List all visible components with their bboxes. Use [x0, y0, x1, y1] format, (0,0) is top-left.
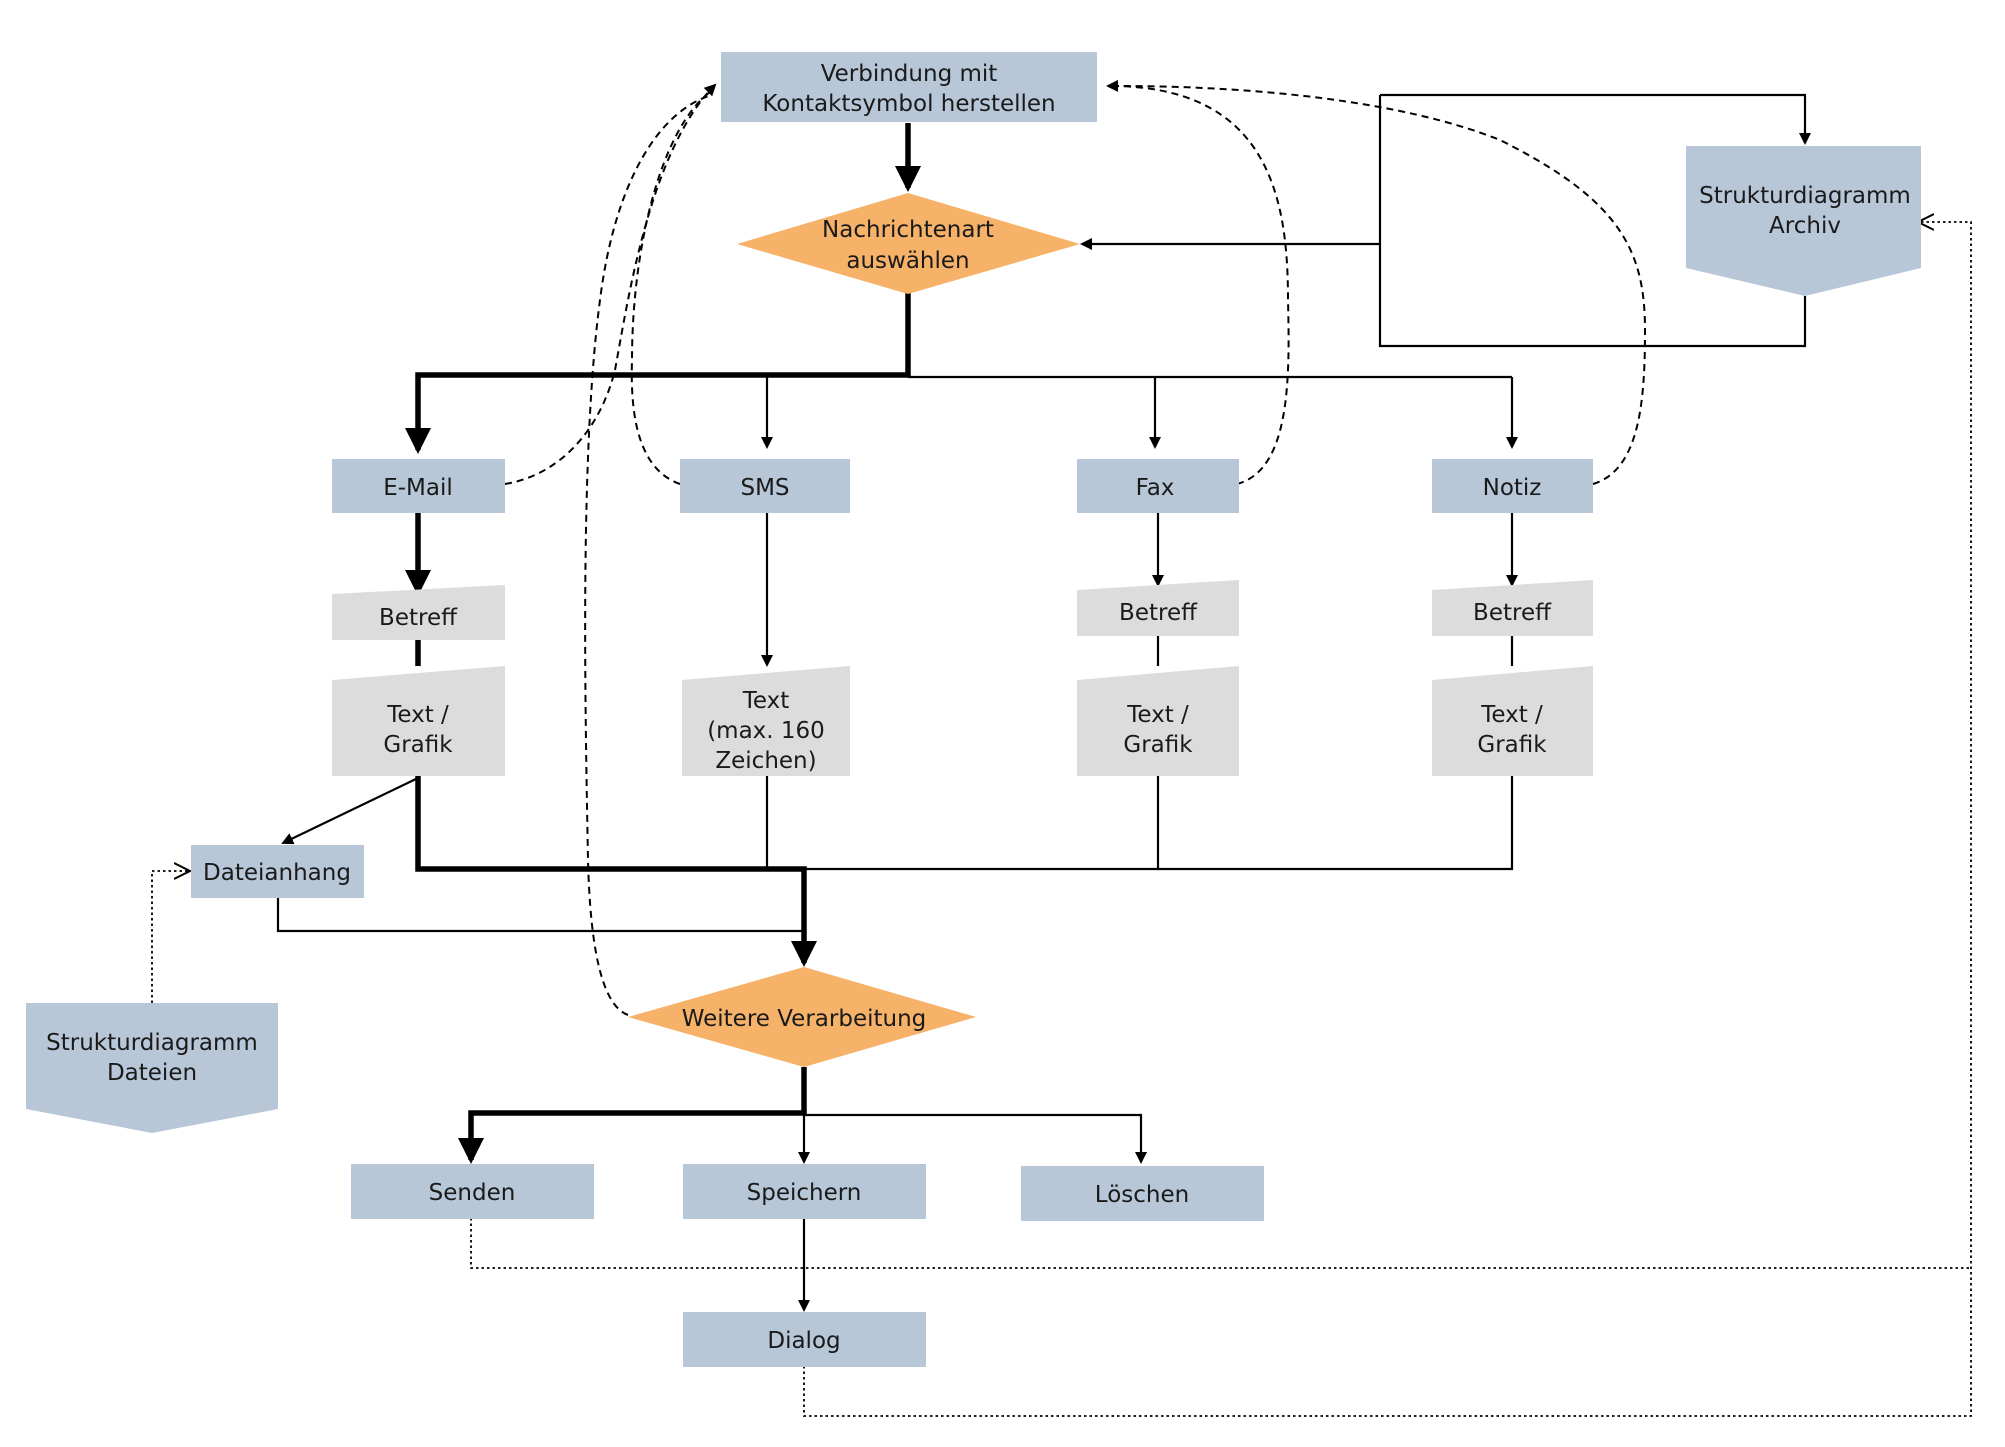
email-betreff-node: Betreff	[332, 585, 505, 640]
edge-fax-back	[1106, 79, 1290, 485]
archiv-line2: Archiv	[1769, 213, 1841, 239]
fax-text-line1: Text /	[1126, 702, 1189, 728]
dialog-label: Dialog	[767, 1328, 840, 1354]
edge-nachrichtenart-email	[405, 293, 911, 454]
dateien-node: Strukturdiagramm Dateien	[26, 1003, 278, 1133]
email-label: E-Mail	[383, 475, 453, 501]
fax-label: Fax	[1136, 475, 1175, 501]
fax-node: Fax	[1077, 459, 1239, 513]
email-node: E-Mail	[332, 459, 505, 513]
weitere-label: Weitere Verarbeitung	[682, 1006, 927, 1032]
fax-betreff-label: Betreff	[1119, 600, 1198, 626]
edge-notiz-back	[1117, 85, 1647, 485]
archiv-node: Strukturdiagramm Archiv	[1686, 146, 1921, 296]
sms-text-line2: (max. 160	[707, 718, 825, 744]
sms-text-line3: Zeichen)	[715, 748, 816, 774]
archiv-line1: Strukturdiagramm	[1699, 183, 1911, 209]
notiz-label: Notiz	[1483, 475, 1542, 501]
weitere-node: Weitere Verarbeitung	[628, 967, 976, 1067]
edge-weitere-loeschen	[804, 1113, 1147, 1164]
edge-to-archiv	[1380, 93, 1811, 145]
email-text-node: Text / Grafik	[332, 666, 505, 776]
sms-text-line1: Text	[742, 688, 790, 714]
dateien-line2: Dateien	[107, 1060, 197, 1086]
notiz-betreff-node: Betreff	[1432, 580, 1593, 636]
edge-weitere-senden	[458, 1067, 807, 1164]
nachrichtenart-line1: Nachrichtenart	[822, 217, 994, 243]
fax-text-node: Text / Grafik	[1077, 666, 1239, 776]
dateien-line1: Strukturdiagramm	[46, 1030, 258, 1056]
senden-node: Senden	[351, 1164, 594, 1219]
email-betreff-label: Betreff	[379, 605, 458, 631]
edge-email-back	[504, 83, 717, 485]
edge-archiv-loop	[1378, 95, 1807, 348]
sms-text-node: Text (max. 160 Zeichen)	[682, 666, 850, 776]
edge-dateianhang-weitere	[276, 897, 804, 933]
nachrichtenart-line2: auswählen	[846, 248, 969, 274]
verbindung-line2: Kontaktsymbol herstellen	[762, 91, 1055, 117]
speichern-node: Speichern	[683, 1164, 926, 1219]
edge-sms-back	[630, 91, 711, 485]
dateianhang-node: Dateianhang	[191, 845, 364, 898]
notiz-text-line1: Text /	[1480, 702, 1543, 728]
sms-node: SMS	[680, 459, 850, 513]
connectors	[151, 79, 1972, 1417]
email-text-line1: Text /	[386, 702, 449, 728]
edge-email-weitere	[415, 776, 817, 967]
sms-label: SMS	[740, 475, 789, 501]
notiz-node: Notiz	[1432, 459, 1593, 513]
speichern-label: Speichern	[747, 1180, 862, 1206]
dateianhang-label: Dateianhang	[203, 860, 351, 886]
email-text-line2: Grafik	[383, 732, 453, 758]
fax-text-line2: Grafik	[1123, 732, 1193, 758]
senden-label: Senden	[429, 1180, 516, 1206]
loeschen-node: Löschen	[1021, 1166, 1264, 1221]
edge-notiz-down	[767, 776, 1514, 871]
verbindung-node: Verbindung mit Kontaktsymbol herstellen	[721, 52, 1097, 122]
edge-senden-archiv	[470, 1218, 1971, 1269]
edge-weitere-back	[584, 94, 713, 1016]
edge-text-dateianhang	[281, 777, 419, 845]
notiz-betreff-label: Betreff	[1473, 600, 1552, 626]
fax-betreff-node: Betreff	[1077, 580, 1239, 636]
notiz-text-node: Text / Grafik	[1432, 666, 1593, 776]
edge-dateien-dateianhang	[151, 871, 190, 1003]
loeschen-label: Löschen	[1095, 1182, 1189, 1208]
nachrichtenart-node: Nachrichtenart auswählen	[737, 193, 1080, 294]
notiz-text-line2: Grafik	[1477, 732, 1547, 758]
verbindung-line1: Verbindung mit	[821, 61, 998, 87]
dialog-node: Dialog	[683, 1312, 926, 1367]
edge-dialog-archiv	[803, 222, 1972, 1417]
